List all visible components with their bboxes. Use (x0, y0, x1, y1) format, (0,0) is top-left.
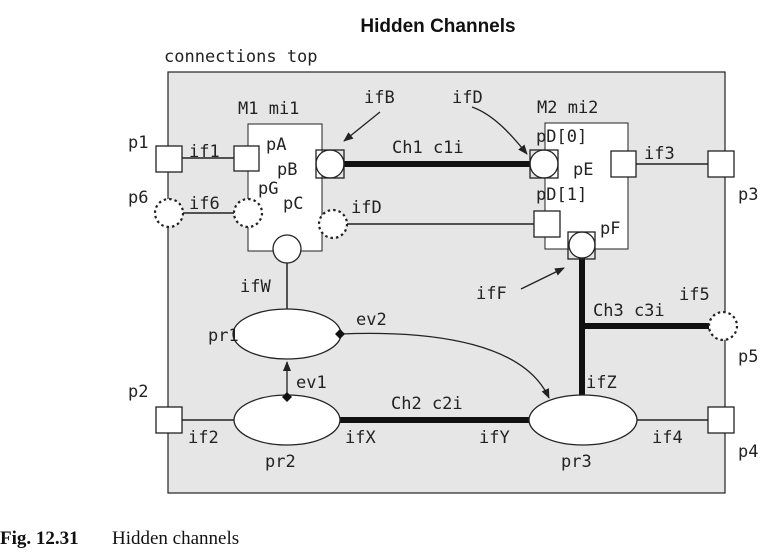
ifD-pointer-arrow (471, 106, 528, 155)
caption-figure-number: Fig. 12.31 (0, 528, 79, 549)
port-pD0-frame (529, 149, 559, 179)
event-ev2-diamond (335, 329, 345, 339)
port-p6-dotted (153, 197, 185, 229)
label-pC: pC (283, 194, 303, 214)
connections-top-label: connections top (164, 47, 318, 67)
label-if3: if3 (644, 144, 675, 164)
label-ifX: ifX (345, 428, 376, 448)
process-pr3 (528, 394, 638, 446)
label-pF: pF (600, 219, 620, 239)
port-p3 (707, 150, 735, 178)
label-pr1: pr1 (208, 326, 239, 346)
label-ifZ: ifZ (586, 373, 617, 393)
label-pr3: pr3 (561, 452, 592, 472)
label-ch1: Ch1 c1i (392, 138, 464, 158)
label-ifF: ifF (476, 284, 507, 304)
port-pB-circle (315, 149, 345, 179)
module-m1-box (247, 123, 323, 252)
port-pF-frame (567, 231, 596, 260)
port-ifW-circle (272, 234, 302, 264)
label-p1: p1 (128, 133, 148, 153)
port-pD1 (533, 210, 561, 238)
label-ev2: ev2 (356, 310, 387, 330)
process-pr2 (233, 394, 341, 446)
label-pD0: pD[0] (536, 127, 587, 147)
label-ifD-top: ifD (452, 88, 483, 108)
port-pG-dotted (232, 197, 264, 229)
label-pA: pA (266, 135, 286, 155)
label-if4: if4 (652, 428, 683, 448)
label-if5: if5 (679, 285, 710, 305)
label-pB: pB (277, 160, 297, 180)
label-pG: pG (258, 179, 278, 199)
port-pF-circle (568, 231, 596, 259)
caption-text: Hidden channels (112, 528, 239, 549)
label-pD1: pD[1] (536, 185, 587, 205)
label-if2: if2 (188, 428, 219, 448)
label-ifY: ifY (479, 428, 510, 448)
label-ifD-mid: ifD (351, 198, 382, 218)
port-p1 (155, 145, 183, 173)
module-m1-label: M1 mi1 (238, 99, 299, 119)
ifF-pointer-arrow (520, 267, 565, 290)
label-ev1: ev1 (296, 373, 327, 393)
label-pr2: pr2 (265, 452, 296, 472)
label-p5: p5 (738, 347, 758, 367)
label-ch2: Ch2 c2i (391, 394, 463, 414)
module-m2-label: M2 mi2 (537, 98, 598, 118)
label-p4: p4 (738, 442, 758, 462)
port-pE (610, 150, 637, 178)
label-p3: p3 (738, 185, 758, 205)
event-ev1-diamond (282, 392, 292, 402)
port-p2 (155, 406, 183, 434)
event-ev2-arrow (339, 332, 550, 399)
port-p5-dotted (707, 310, 739, 342)
ifB-pointer-arrow (343, 111, 381, 142)
port-pC-dotted (317, 208, 349, 240)
port-pB-frame (315, 149, 345, 179)
port-pD0-circle (529, 149, 559, 179)
label-p6: p6 (128, 188, 148, 208)
label-if1: if1 (189, 142, 220, 162)
label-ch3: Ch3 c3i (593, 301, 665, 321)
label-pE: pE (573, 160, 593, 180)
diagram-title: Hidden Channels (360, 16, 515, 37)
port-p4 (707, 406, 735, 434)
port-pA (233, 145, 260, 172)
label-ifB: ifB (364, 88, 395, 108)
label-ifW: ifW (240, 277, 271, 297)
label-if6: if6 (189, 194, 220, 214)
process-pr1 (232, 308, 342, 360)
label-p2: p2 (128, 382, 148, 402)
